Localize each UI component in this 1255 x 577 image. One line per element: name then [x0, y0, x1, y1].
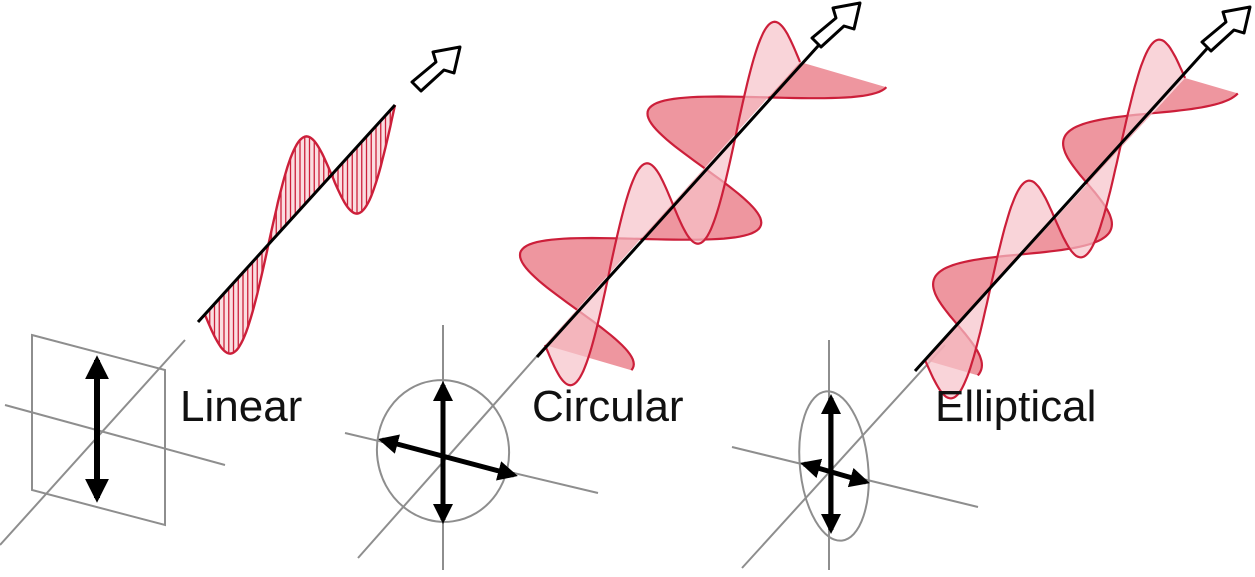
linear-propagation-axis [196, 103, 397, 324]
linear-reference-grid [0, 333, 226, 546]
circular-panel: Circular [344, 1, 888, 570]
linear-panel: Linear [0, 45, 462, 546]
elliptical-vertical-curve [923, 38, 1187, 400]
circular-propagation-axis [535, 33, 830, 359]
elliptical-wave [923, 38, 1239, 400]
elliptical-horizontal-vector [800, 458, 870, 488]
elliptical-direction-arrow-icon [1200, 5, 1252, 53]
circular-horizontal-curve [518, 86, 888, 371]
linear-wave-curve [203, 104, 397, 355]
circular-wave [518, 20, 888, 387]
linear-label: Linear [180, 382, 302, 431]
circular-direction-arrow-icon [810, 1, 862, 49]
elliptical-horizontal-curve [931, 92, 1239, 377]
elliptical-label: Elliptical [935, 382, 1096, 431]
elliptical-propagation-axis [913, 30, 1224, 373]
circular-horizontal-vector [378, 434, 518, 481]
circular-label: Circular [532, 382, 684, 431]
elliptical-panel: Elliptical [731, 5, 1252, 570]
linear-direction-arrow-icon [410, 45, 462, 93]
linear-wave [203, 104, 397, 355]
circular-vertical-fill [545, 21, 800, 386]
circular-vertical-curve [543, 20, 802, 387]
